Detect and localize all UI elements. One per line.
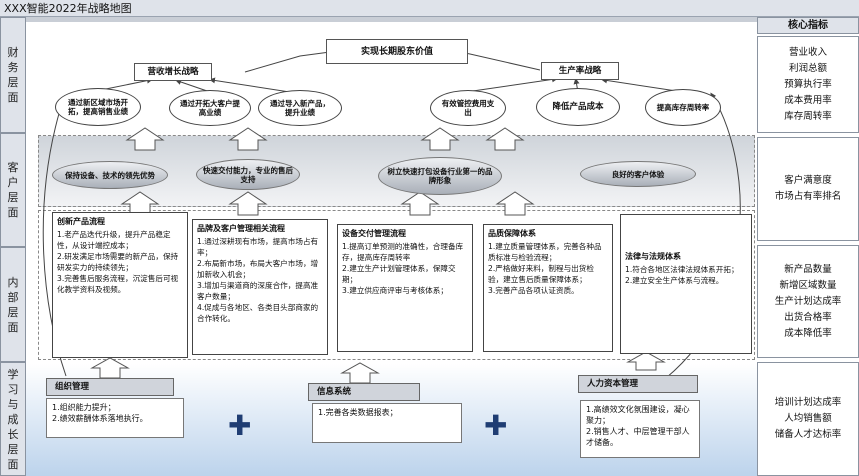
process-item: 2.研发满足市场需要的新产品，保持研发实力的持续领先；	[57, 252, 179, 272]
kpi-internal: 新产品数量 新增区域数量 生产计划达成率 出货合格率 成本降低率	[757, 245, 859, 358]
productivity-strategy-box: 生产率战略	[541, 62, 619, 80]
learning-hr-title: 人力资本管理	[578, 375, 698, 393]
process-item: 2.严格做好来料，制程与出货检验，建立售后质量保障体系；	[488, 264, 594, 284]
financial-oval-inventory: 提高库存周转率	[645, 89, 721, 126]
kpi-item: 预算执行率	[784, 78, 832, 90]
kpi-item: 市场占有率排名	[774, 191, 842, 202]
process-item: 1.老产品迭代升级，提升产品稳定性，从设计端控成本；	[57, 230, 171, 250]
kpi-financial: 营业收入 利润总额 预算执行率 成本费用率 库存周转率	[757, 36, 859, 133]
process-item: 3.完善产品各项认证资质。	[488, 286, 579, 295]
page-title: XXX智能2022年战略地图	[0, 0, 859, 17]
kpi-item: 储备人才达标率	[774, 429, 842, 440]
process-item: 2.建立安全生产体系与流程。	[625, 276, 724, 285]
layer-label-internal: 内部层面	[0, 247, 26, 362]
internal-region	[38, 210, 755, 360]
learning-hr-body: 1.高绩效文化氛围建设，凝心聚力； 2.销售人才、中层管理干部人才储备。	[580, 400, 700, 458]
kpi-learning: 培训计划达成率 人均销售额 储备人才达标率	[757, 362, 859, 476]
kpi-item: 利润总额	[788, 62, 827, 74]
customer-oval-tech-lead: 保持设备、技术的领先优势	[52, 161, 168, 189]
process-brand-customer: 品牌及客户管理相关流程 1.通过深耕现有市场，提高市场占有率； 2.布局新市场，…	[192, 219, 328, 355]
kpi-item: 客户满意度	[784, 175, 832, 186]
learning-org-title: 组织管理	[46, 378, 174, 396]
financial-oval-new-region: 通过新区域市场开拓，提高销售业绩	[55, 88, 141, 126]
kpi-header: 核心指标	[757, 17, 859, 34]
process-item: 3.建立供应商评审与考核体系；	[342, 286, 448, 295]
financial-oval-big-customer: 通过开拓大客户提高业绩	[169, 90, 251, 126]
header-strip	[26, 17, 757, 22]
process-delivery: 设备交付管理流程 1.提高订单预测的准确性，合理备库存，提高库存周转率 2.建立…	[337, 224, 473, 352]
financial-oval-cost-control: 有效管控费用支出	[430, 90, 506, 126]
learning-item: 2.销售人才、中层管理干部人才储备。	[586, 427, 690, 447]
process-item: 1.符合各地区法律法规体系开拓；	[625, 265, 739, 274]
layer-label-financial: 财务层面	[0, 17, 26, 133]
learning-org-body: 1.组织能力提升； 2.绩效薪酬体系落地执行。	[46, 398, 184, 438]
kpi-item: 新产品数量	[784, 263, 832, 275]
learning-item: 1.高绩效文化氛围建设，凝心聚力；	[586, 405, 690, 425]
customer-oval-delivery: 快速交付能力，专业的售后支持	[196, 159, 300, 190]
learning-item: 2.绩效薪酬体系落地执行。	[52, 414, 148, 423]
process-title: 设备交付管理流程	[342, 229, 406, 238]
process-title: 创新产品流程	[57, 217, 105, 226]
process-item: 1.通过深耕现有市场，提高市场占有率；	[197, 237, 319, 257]
kpi-item: 库存周转率	[784, 110, 832, 122]
process-item: 2.布局新市场，布局大客户市场，增加新收入机会；	[197, 259, 319, 279]
kpi-item: 出货合格率	[784, 311, 832, 323]
kpi-item: 营业收入	[788, 46, 827, 58]
kpi-item: 培训计划达成率	[774, 397, 842, 408]
kpi-item: 人均销售额	[784, 413, 832, 424]
learning-item: 1.完善各类数据报表；	[318, 408, 398, 417]
kpi-item: 生产计划达成率	[774, 295, 842, 307]
learning-item: 1.组织能力提升；	[52, 403, 116, 412]
customer-oval-brand: 树立快速打包设备行业第一的品牌形象	[378, 157, 502, 195]
process-item: 4.促成与各地区、各类目头部商家的合作转化。	[197, 303, 319, 323]
learning-info-body: 1.完善各类数据报表；	[312, 403, 462, 443]
kpi-item: 成本降低率	[784, 327, 832, 339]
plus-icon: ✚	[484, 409, 508, 442]
layer-label-customer: 客户层面	[0, 133, 26, 247]
process-innovation: 创新产品流程 1.老产品迭代升级，提升产品稳定性，从设计端控成本； 2.研发满足…	[52, 212, 188, 358]
kpi-item: 成本费用率	[784, 94, 832, 106]
process-title: 品质保障体系	[488, 229, 536, 238]
top-goal-box: 实现长期股东价值	[326, 39, 468, 64]
kpi-item: 新增区域数量	[779, 279, 837, 291]
financial-oval-new-product: 通过导入新产品，提升业绩	[258, 90, 342, 126]
process-item: 1.提高订单预测的准确性，合理备库存，提高库存周转率	[342, 242, 464, 262]
process-title: 法律与法规体系	[625, 252, 681, 261]
plus-icon: ✚	[228, 409, 252, 442]
process-item: 2.建立生产计划管理体系，保障交期；	[342, 264, 456, 284]
process-legal: 法律与法规体系 1.符合各地区法律法规体系开拓； 2.建立安全生产体系与流程。	[620, 214, 752, 354]
process-item: 1.建立质量管理体系，完善各种品质标准与检验流程；	[488, 242, 602, 262]
process-title: 品牌及客户管理相关流程	[197, 224, 285, 233]
growth-strategy-box: 营收增长战略	[134, 63, 212, 81]
financial-oval-reduce-cost: 降低产品成本	[536, 88, 620, 126]
kpi-customer: 客户满意度 市场占有率排名	[757, 137, 859, 241]
process-item: 3.增加与渠道商的深度合作，提高准客户数量；	[197, 281, 319, 301]
process-item: 3.完善售后服务流程，沉淀售后可视化教学资料及视频。	[57, 274, 179, 294]
learning-info-title: 信息系统	[308, 383, 420, 401]
customer-oval-experience: 良好的客户体验	[580, 161, 696, 187]
process-quality: 品质保障体系 1.建立质量管理体系，完善各种品质标准与检验流程； 2.严格做好来…	[483, 224, 613, 352]
